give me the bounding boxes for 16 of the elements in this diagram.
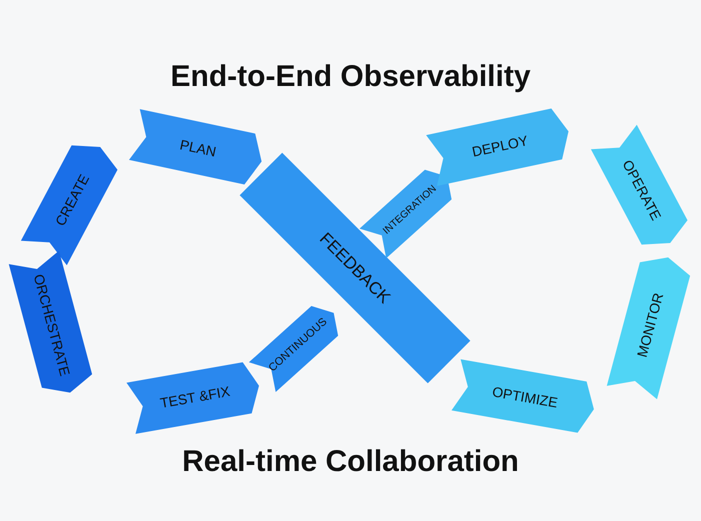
loop-segment: [426, 108, 568, 186]
diagram-caption: Real-time Collaboration: [181, 445, 520, 479]
segment-label: TEST &FIX: [158, 383, 232, 411]
loop-segment: [240, 152, 470, 384]
diagram-title: End-to-End Observability: [169, 60, 532, 94]
segment-label: DEPLOY: [470, 132, 530, 160]
loop-segment: [452, 359, 594, 433]
loop-segment: [129, 109, 262, 184]
loop-segment: [20, 145, 118, 266]
loop-segment: [590, 124, 688, 245]
segment-label: OPTIMIZE: [491, 383, 559, 411]
segment-label: PLAN: [178, 136, 218, 160]
loop-segment: [248, 306, 338, 392]
loop-segment: [8, 250, 92, 393]
loop-segment: [606, 257, 690, 400]
loop-segment: [126, 362, 259, 434]
